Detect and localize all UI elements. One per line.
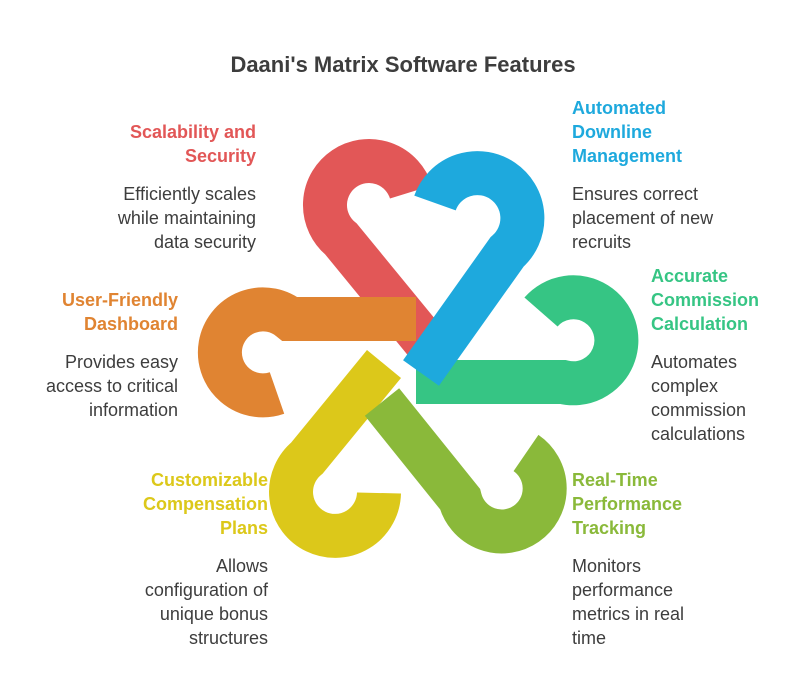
feature-description: Allows configuration of unique bonus str…: [144, 556, 268, 648]
feature-dashboard: User-Friendly Dashboard Provides easy ac…: [0, 288, 178, 422]
feature-heading: Customizable Compensation Plans: [142, 470, 268, 538]
feature-compensation: Customizable Compensation Plans Allows c…: [38, 468, 268, 650]
feature-heading: Real-Time Performance Tracking: [572, 470, 683, 538]
feature-heading: Accurate Commission Calculation: [651, 266, 760, 334]
feature-description: Efficiently scales while maintaining dat…: [117, 184, 256, 252]
loop-scalability: [303, 139, 450, 364]
loop-downline: [403, 151, 545, 386]
feature-commission: Accurate Commission Calculation Automate…: [651, 264, 801, 446]
loop-commission: [416, 275, 639, 406]
feature-tracking: Real-Time Performance Tracking Monitors …: [572, 468, 802, 650]
diagram-title: Daani's Matrix Software Features: [230, 52, 576, 77]
feature-heading: Scalability and Security: [129, 122, 256, 166]
feature-heading: User-Friendly Dashboard: [61, 290, 178, 334]
feature-description: Provides easy access to critical informa…: [45, 352, 178, 420]
loop-compensation: [269, 350, 402, 558]
feature-description: Ensures correct placement of new recruit…: [572, 184, 714, 252]
feature-description: Automates complex commission calculation…: [651, 352, 747, 444]
loop-dashboard: [197, 287, 416, 418]
feature-heading: Automated Downline Management: [572, 98, 683, 166]
feature-description: Monitors performance metrics in real tim…: [572, 556, 685, 648]
feature-downline: Automated Downline Management Ensures co…: [572, 96, 802, 254]
loop-tracking: [364, 388, 567, 554]
feature-scalability: Scalability and Security Efficiently sca…: [26, 120, 256, 254]
